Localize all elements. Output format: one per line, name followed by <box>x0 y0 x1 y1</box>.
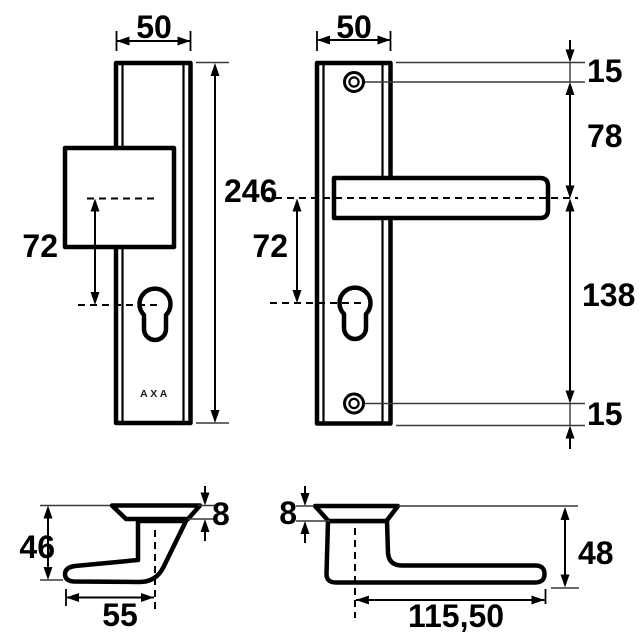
svg-text:50: 50 <box>136 9 172 45</box>
knob-plate-front-view: AXA 72 50 246 <box>22 9 277 426</box>
dimension-height-46: 46 <box>19 504 110 581</box>
screw-icon-top <box>343 71 365 93</box>
dim-138: 138 <box>582 277 635 313</box>
dimension-thickness-8-left: 8 <box>188 486 230 541</box>
dim-15-bottom: 15 <box>587 396 623 432</box>
dimension-thickness-8-right: 8 <box>279 486 330 543</box>
plate-outline <box>314 60 393 426</box>
lever-side-view: 8 48 115,50 <box>279 486 614 634</box>
screw-icon-bottom <box>343 392 365 415</box>
rose-cross-section <box>109 503 203 522</box>
svg-text:46: 46 <box>19 529 55 565</box>
brand-text: AXA <box>140 388 170 400</box>
lever-front <box>331 175 551 221</box>
dimension-depth-55: 55 <box>65 589 154 633</box>
dimension-width-50-right: 50 <box>316 9 392 51</box>
dimension-height-246: 246 <box>196 61 277 424</box>
keyhole-icon <box>137 286 173 343</box>
dimension-length-115-50: 115,50 <box>356 595 545 634</box>
svg-text:50: 50 <box>336 9 372 45</box>
svg-text:246: 246 <box>224 173 277 209</box>
dim-15-top: 15 <box>587 53 623 89</box>
dim-78: 78 <box>587 118 623 154</box>
rose-cross-section <box>312 503 401 524</box>
svg-text:72: 72 <box>22 228 58 264</box>
svg-text:8: 8 <box>279 495 297 531</box>
svg-text:115,50: 115,50 <box>408 598 504 634</box>
dimension-pz-72-right: 72 <box>252 198 302 303</box>
dimension-height-48: 48 <box>560 507 614 588</box>
keyhole-icon <box>337 285 373 342</box>
svg-text:55: 55 <box>102 597 138 633</box>
lever-plate-front-view: 72 50 <box>252 9 578 426</box>
svg-text:48: 48 <box>578 535 614 571</box>
knob-side-view: 46 8 55 <box>19 486 230 633</box>
lever-side-body <box>324 518 547 585</box>
knob-front <box>62 145 177 250</box>
svg-text:72: 72 <box>252 228 288 264</box>
dimension-pz-72-left: 72 <box>22 198 100 305</box>
svg-text:8: 8 <box>212 496 230 532</box>
dimension-width-50-left: 50 <box>115 9 192 51</box>
dimension-chain-right: 15 78 138 15 <box>365 40 635 449</box>
